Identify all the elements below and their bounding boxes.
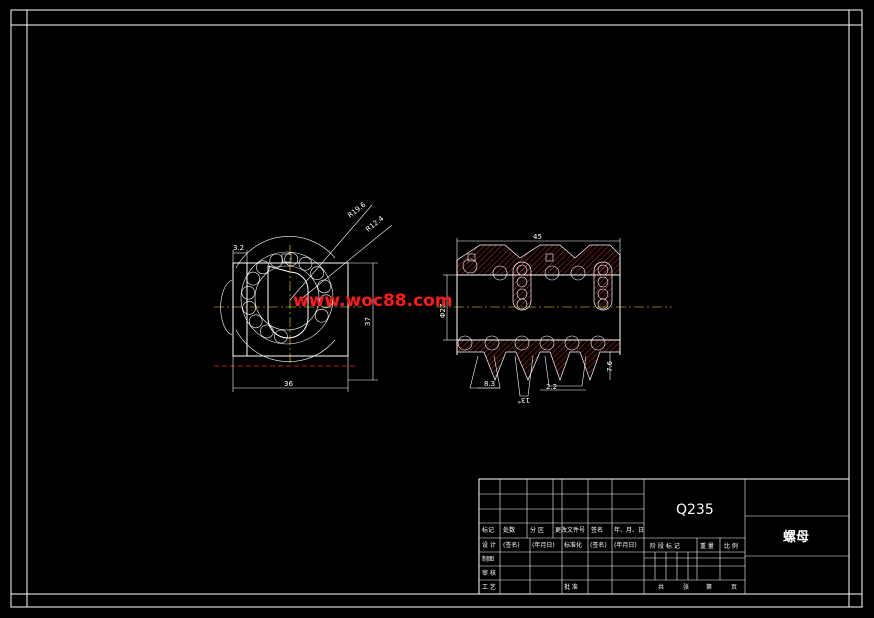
ball <box>310 266 324 281</box>
sheet-info-3: 页 <box>731 584 737 591</box>
tube-ball <box>597 264 609 276</box>
outer-frame <box>10 9 863 608</box>
ball <box>242 300 256 315</box>
dim-tooth-height: 7.6 <box>606 360 614 372</box>
dim-r-outer: R19.6 <box>346 200 367 219</box>
stage-header-1: 重 量 <box>700 542 714 550</box>
ball <box>241 285 256 300</box>
ball <box>298 256 313 271</box>
ball <box>256 260 270 275</box>
stage-header-2: 比 例 <box>724 542 738 550</box>
dim-height: 37 <box>364 317 372 326</box>
watermark: www.woc88.com <box>293 291 453 311</box>
stage-header-0: 阶 段 标 记 <box>650 542 680 550</box>
rev-header-3: 更改文件号 <box>555 526 585 534</box>
dim-diameter: Φ27 <box>439 304 447 318</box>
tube-ball <box>516 276 528 288</box>
dim-tooth-width: 8.3 <box>484 380 495 388</box>
row-design-3: 标准化 <box>564 541 582 549</box>
row-review: 审 核 <box>482 569 496 577</box>
tube-ball <box>597 276 609 288</box>
ball <box>319 294 333 309</box>
rev-header-5: 年、月、日 <box>614 526 644 534</box>
inner-frame <box>26 24 850 595</box>
rev-header-2: 分 区 <box>530 526 544 534</box>
corner-marks <box>11 10 862 607</box>
dim-offset: 3.2 <box>233 244 244 252</box>
sheet-info-0: 共 <box>658 583 664 591</box>
row-design-0: 设 计 <box>482 541 496 549</box>
dim-pitch: 2.2 <box>546 383 557 391</box>
dim-width: 36 <box>284 380 293 388</box>
ball <box>246 271 260 286</box>
row-design-4: (签名) <box>590 541 607 549</box>
row-design-2: (年月日) <box>532 541 555 549</box>
row-design-1: (签名) <box>503 541 520 549</box>
tube-ball <box>516 298 528 310</box>
part-name: 螺母 <box>783 529 809 545</box>
sheet-info-2: 第 <box>706 583 712 591</box>
row-process: 工 艺 <box>482 583 496 591</box>
ball <box>314 308 329 323</box>
ball <box>284 252 299 267</box>
rev-header-1: 处数 <box>503 526 515 534</box>
ball <box>269 253 284 268</box>
row-design-5: (年月日) <box>614 541 637 549</box>
dim-angle: 13° <box>518 396 530 404</box>
ball <box>248 314 263 329</box>
rev-header-4: 签名 <box>591 526 603 534</box>
ball <box>259 324 274 339</box>
title-block: 标记 处数 分 区 更改文件号 签名 年、月、日 设 计 (签名) (年月日) … <box>478 478 850 595</box>
rev-header-0: 标记 <box>482 526 494 534</box>
material: Q235 <box>676 502 714 518</box>
dim-length: 45 <box>533 233 542 241</box>
section-view: 45 Φ27 <box>436 233 672 404</box>
ball <box>274 329 288 344</box>
dim-r-inner: R12.4 <box>364 214 385 233</box>
tube-ball <box>516 264 528 276</box>
sheet-info-1: 张 <box>683 583 689 591</box>
tube-ball <box>597 298 609 310</box>
row-draw: 制图 <box>482 555 494 563</box>
row-approve: 批 准 <box>564 583 578 591</box>
